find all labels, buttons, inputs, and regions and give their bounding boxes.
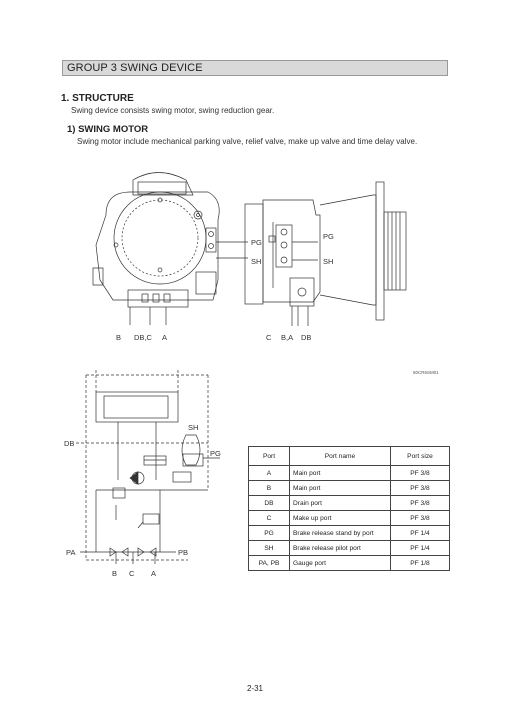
port-name-cell: Main port xyxy=(289,480,391,496)
table-row: C Make up port PF 3/8 xyxy=(248,510,450,526)
front-b-label: B xyxy=(116,333,121,342)
side-db-label: DB xyxy=(301,333,311,342)
schematic-sh-label: SH xyxy=(188,423,198,432)
front-sh-label: SH xyxy=(251,257,261,266)
schematic-pa-label: PA xyxy=(66,548,75,557)
port-name-cell: Make up port xyxy=(289,510,391,526)
port-name-cell: Brake release stand by port xyxy=(289,525,391,541)
group-title-bar: GROUP 3 SWING DEVICE xyxy=(62,60,448,76)
port-column-header: Port xyxy=(248,446,290,466)
schematic-pb-label: PB xyxy=(178,548,188,557)
port-size-cell: PF 1/8 xyxy=(390,555,450,571)
table-row: B Main port PF 3/8 xyxy=(248,480,450,496)
port-cell: SH xyxy=(248,540,290,556)
side-ba-label: B,A xyxy=(281,333,293,342)
port-name-column-header: Port name xyxy=(289,446,391,466)
side-view-drawing xyxy=(244,181,407,326)
front-a-label: A xyxy=(162,333,167,342)
port-table-header-row: Port Port name Port size xyxy=(248,446,450,466)
port-cell: PG xyxy=(248,525,290,541)
side-c-label: C xyxy=(266,333,272,342)
port-table: Port Port name Port size A Main port PF … xyxy=(248,446,450,571)
port-size-cell: PF 3/8 xyxy=(390,495,450,511)
port-cell: DB xyxy=(248,495,290,511)
port-size-cell: PF 3/8 xyxy=(390,465,450,481)
port-size-column-header: Port size xyxy=(390,446,450,466)
front-pg-label: PG xyxy=(251,238,262,247)
port-name-cell: Gauge port xyxy=(289,555,391,571)
subsection-text: Swing motor include mechanical parking v… xyxy=(77,137,418,146)
front-dbc-label: DB,C xyxy=(134,333,153,342)
swing-motor-figure: PG SH B DB,C A PG SH C B,A DB 60CR6SM01 … xyxy=(64,172,439,578)
schematic-a-label: A xyxy=(151,569,156,578)
front-view-drawing xyxy=(92,172,248,325)
port-cell: B xyxy=(248,480,290,496)
hydraulic-schematic xyxy=(76,370,220,564)
schematic-c-label: C xyxy=(129,569,135,578)
schematic-db-label: DB xyxy=(64,439,74,448)
port-size-cell: PF 1/4 xyxy=(390,525,450,541)
section-heading: 1. STRUCTURE xyxy=(61,93,134,104)
table-row: DB Drain port PF 3/8 xyxy=(248,495,450,511)
subsection-heading: 1) SWING MOTOR xyxy=(67,124,149,135)
table-row: SH Brake release pilot port PF 1/4 xyxy=(248,540,450,556)
table-row: PG Brake release stand by port PF 1/4 xyxy=(248,525,450,541)
port-name-cell: Drain port xyxy=(289,495,391,511)
page-number: 2-31 xyxy=(246,684,263,693)
port-name-cell: Main port xyxy=(289,465,391,481)
table-row: A Main port PF 3/8 xyxy=(248,465,450,481)
port-size-cell: PF 3/8 xyxy=(390,480,450,496)
side-sh-label: SH xyxy=(323,257,333,266)
port-cell: C xyxy=(248,510,290,526)
section-text: Swing device consists swing motor, swing… xyxy=(71,106,275,115)
group-title: GROUP 3 SWING DEVICE xyxy=(67,62,203,74)
schematic-b-label: B xyxy=(112,569,117,578)
side-pg-label: PG xyxy=(323,232,334,241)
port-cell: PA, PB xyxy=(248,555,290,571)
port-cell: A xyxy=(248,465,290,481)
port-name-cell: Brake release pilot port xyxy=(289,540,391,556)
table-row: PA, PB Gauge port PF 1/8 xyxy=(248,555,450,571)
figure-code: 60CR6SM01 xyxy=(413,370,439,375)
schematic-pg-label: PG xyxy=(210,449,221,458)
port-size-cell: PF 3/8 xyxy=(390,510,450,526)
port-size-cell: PF 1/4 xyxy=(390,540,450,556)
